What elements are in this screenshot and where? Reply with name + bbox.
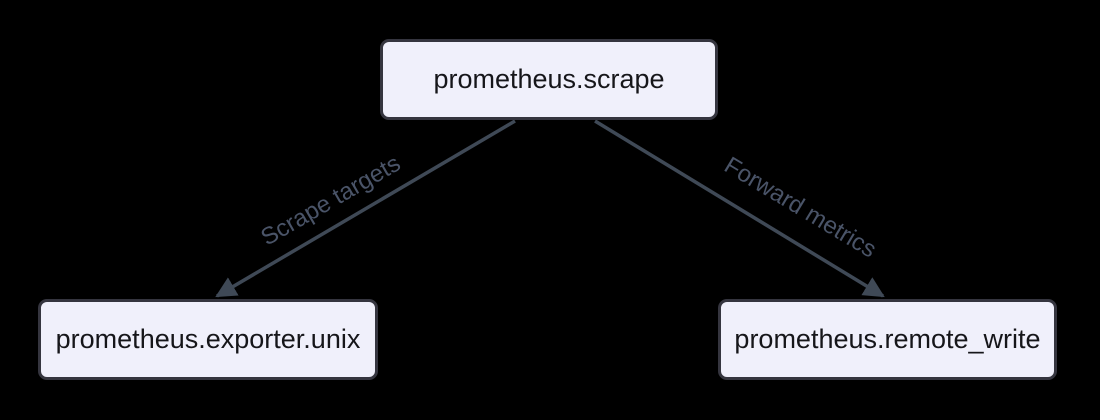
node-label: prometheus.remote_write [734,324,1041,354]
node-prometheus-remote-write: prometheus.remote_write [718,299,1057,380]
node-label: prometheus.scrape [433,64,665,94]
node-label: prometheus.exporter.unix [55,324,361,354]
edge-scrape-to-remote-write-line [594,119,885,298]
node-prometheus-exporter-unix: prometheus.exporter.unix [38,299,378,380]
edge-scrape-to-exporter-line [215,119,516,298]
node-prometheus-scrape: prometheus.scrape [380,39,718,120]
